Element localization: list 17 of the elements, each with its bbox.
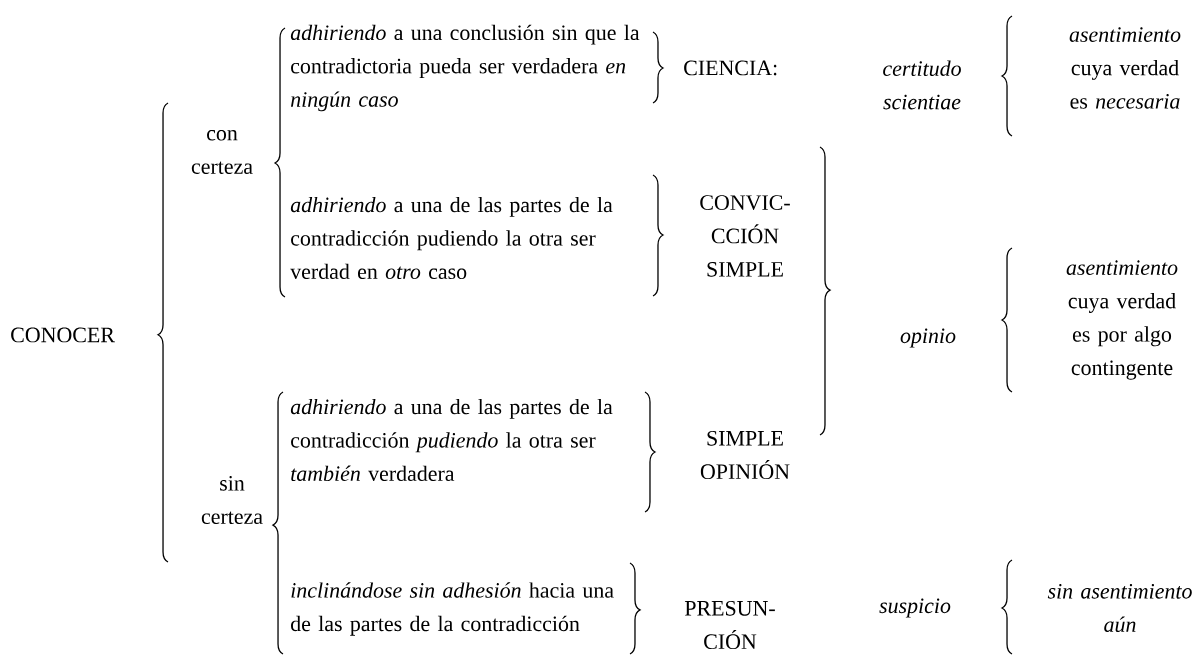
description-text: adhiriendo a una de las partes de la contradicción pudiendo la otra ser también verdadera bbox=[290, 398, 613, 482]
branch-term: sin certeza bbox=[201, 475, 263, 525]
description-text: adhiriendo a una conclusión sin que la contradictoria pueda ser verdadera en ningún caso bbox=[290, 24, 640, 112]
latin-term: suspicio bbox=[879, 598, 951, 618]
category-term: CIENCIA: bbox=[684, 60, 777, 76]
branch-term: con certeza bbox=[191, 130, 253, 174]
description-text: asentimiento cuya verdad es necesaria bbox=[1069, 27, 1181, 109]
description-text: sin asentimiento aún bbox=[1047, 583, 1192, 633]
latin-term: certitudo scientiae bbox=[883, 60, 961, 110]
description-text: inclinándose sin adhesión hacia una de las partes de la contradicción bbox=[291, 582, 614, 636]
description-text: adhiriendo a una de las partes de la contradicción pudiendo la otra ser verdad en otro caso bbox=[290, 196, 613, 280]
root-term: CONOCER bbox=[11, 327, 115, 343]
category-term: PRESUN- CIÓN bbox=[684, 600, 775, 650]
category-term: CONVIC- CCIÓN SIMPLE bbox=[700, 195, 790, 277]
category-term: SIMPLE OPINIÓN bbox=[700, 430, 790, 480]
latin-term: opinio bbox=[900, 328, 956, 348]
description-text: asentimiento cuya verdad es por algo contingente bbox=[1066, 260, 1178, 380]
